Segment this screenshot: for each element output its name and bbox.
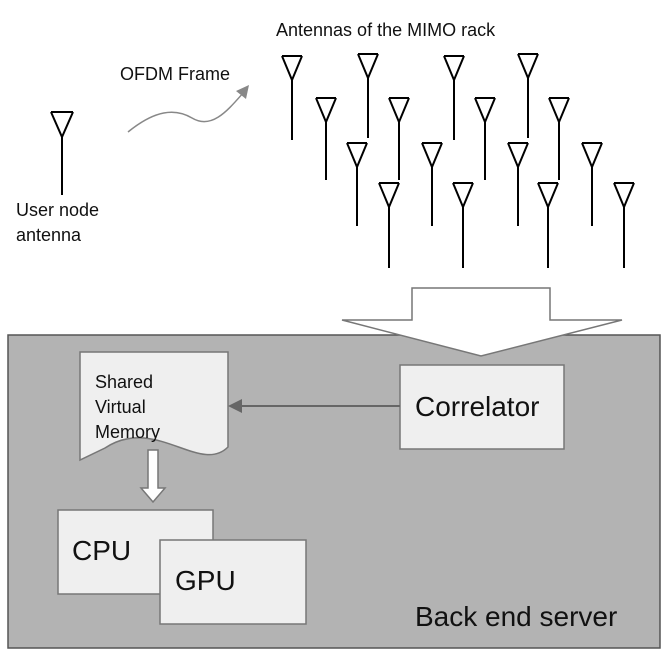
- correlator-label: Correlator: [415, 391, 539, 422]
- memory-to-cpu-arrow: [139, 449, 167, 504]
- correlator-box: [399, 364, 565, 450]
- rack-title: Antennas of the MIMO rack: [276, 20, 496, 40]
- user-node-antenna-icon: [50, 111, 74, 195]
- user-node-label-1: User node: [16, 200, 99, 220]
- mimo-antenna-icon: [346, 142, 368, 226]
- ofdm-wave-arrowhead-icon: [236, 85, 249, 99]
- cpu-label: CPU: [72, 535, 131, 566]
- mimo-antenna-icon: [548, 97, 570, 180]
- mimo-antenna-icon: [421, 142, 443, 226]
- ofdm-wave-arrow: [127, 91, 245, 133]
- gpu-label: GPU: [175, 565, 236, 596]
- server-label: Back end server: [415, 601, 617, 632]
- mimo-antenna-icon: [443, 55, 465, 140]
- mimo-antenna-icon: [315, 97, 337, 180]
- mimo-antenna-icon: [474, 97, 496, 180]
- shared-memory-shape: [79, 351, 229, 462]
- mimo-antenna-icon: [357, 53, 379, 138]
- frame-label: OFDM Frame: [120, 64, 230, 84]
- mimo-antenna-icon: [281, 55, 303, 140]
- mimo-antenna-icon: [517, 53, 539, 138]
- gpu-box: [159, 539, 307, 625]
- mimo-antenna-icon: [378, 182, 400, 268]
- mimo-antenna-icon: [388, 97, 410, 180]
- memory-label-2: Virtual: [95, 397, 146, 417]
- memory-label-1: Shared: [95, 372, 153, 392]
- rack-to-server-arrow: [341, 287, 623, 357]
- mimo-antenna-icon: [581, 142, 603, 226]
- mimo-antenna-icon: [537, 182, 559, 268]
- mimo-antenna-icon: [613, 182, 635, 268]
- user-node-label-2: antenna: [16, 225, 82, 245]
- mimo-antenna-icon: [452, 182, 474, 268]
- correlator-to-memory-arrowhead-icon: [228, 399, 242, 413]
- memory-label-3: Memory: [95, 422, 160, 442]
- rack-antennas: [281, 53, 635, 268]
- mimo-antenna-icon: [507, 142, 529, 226]
